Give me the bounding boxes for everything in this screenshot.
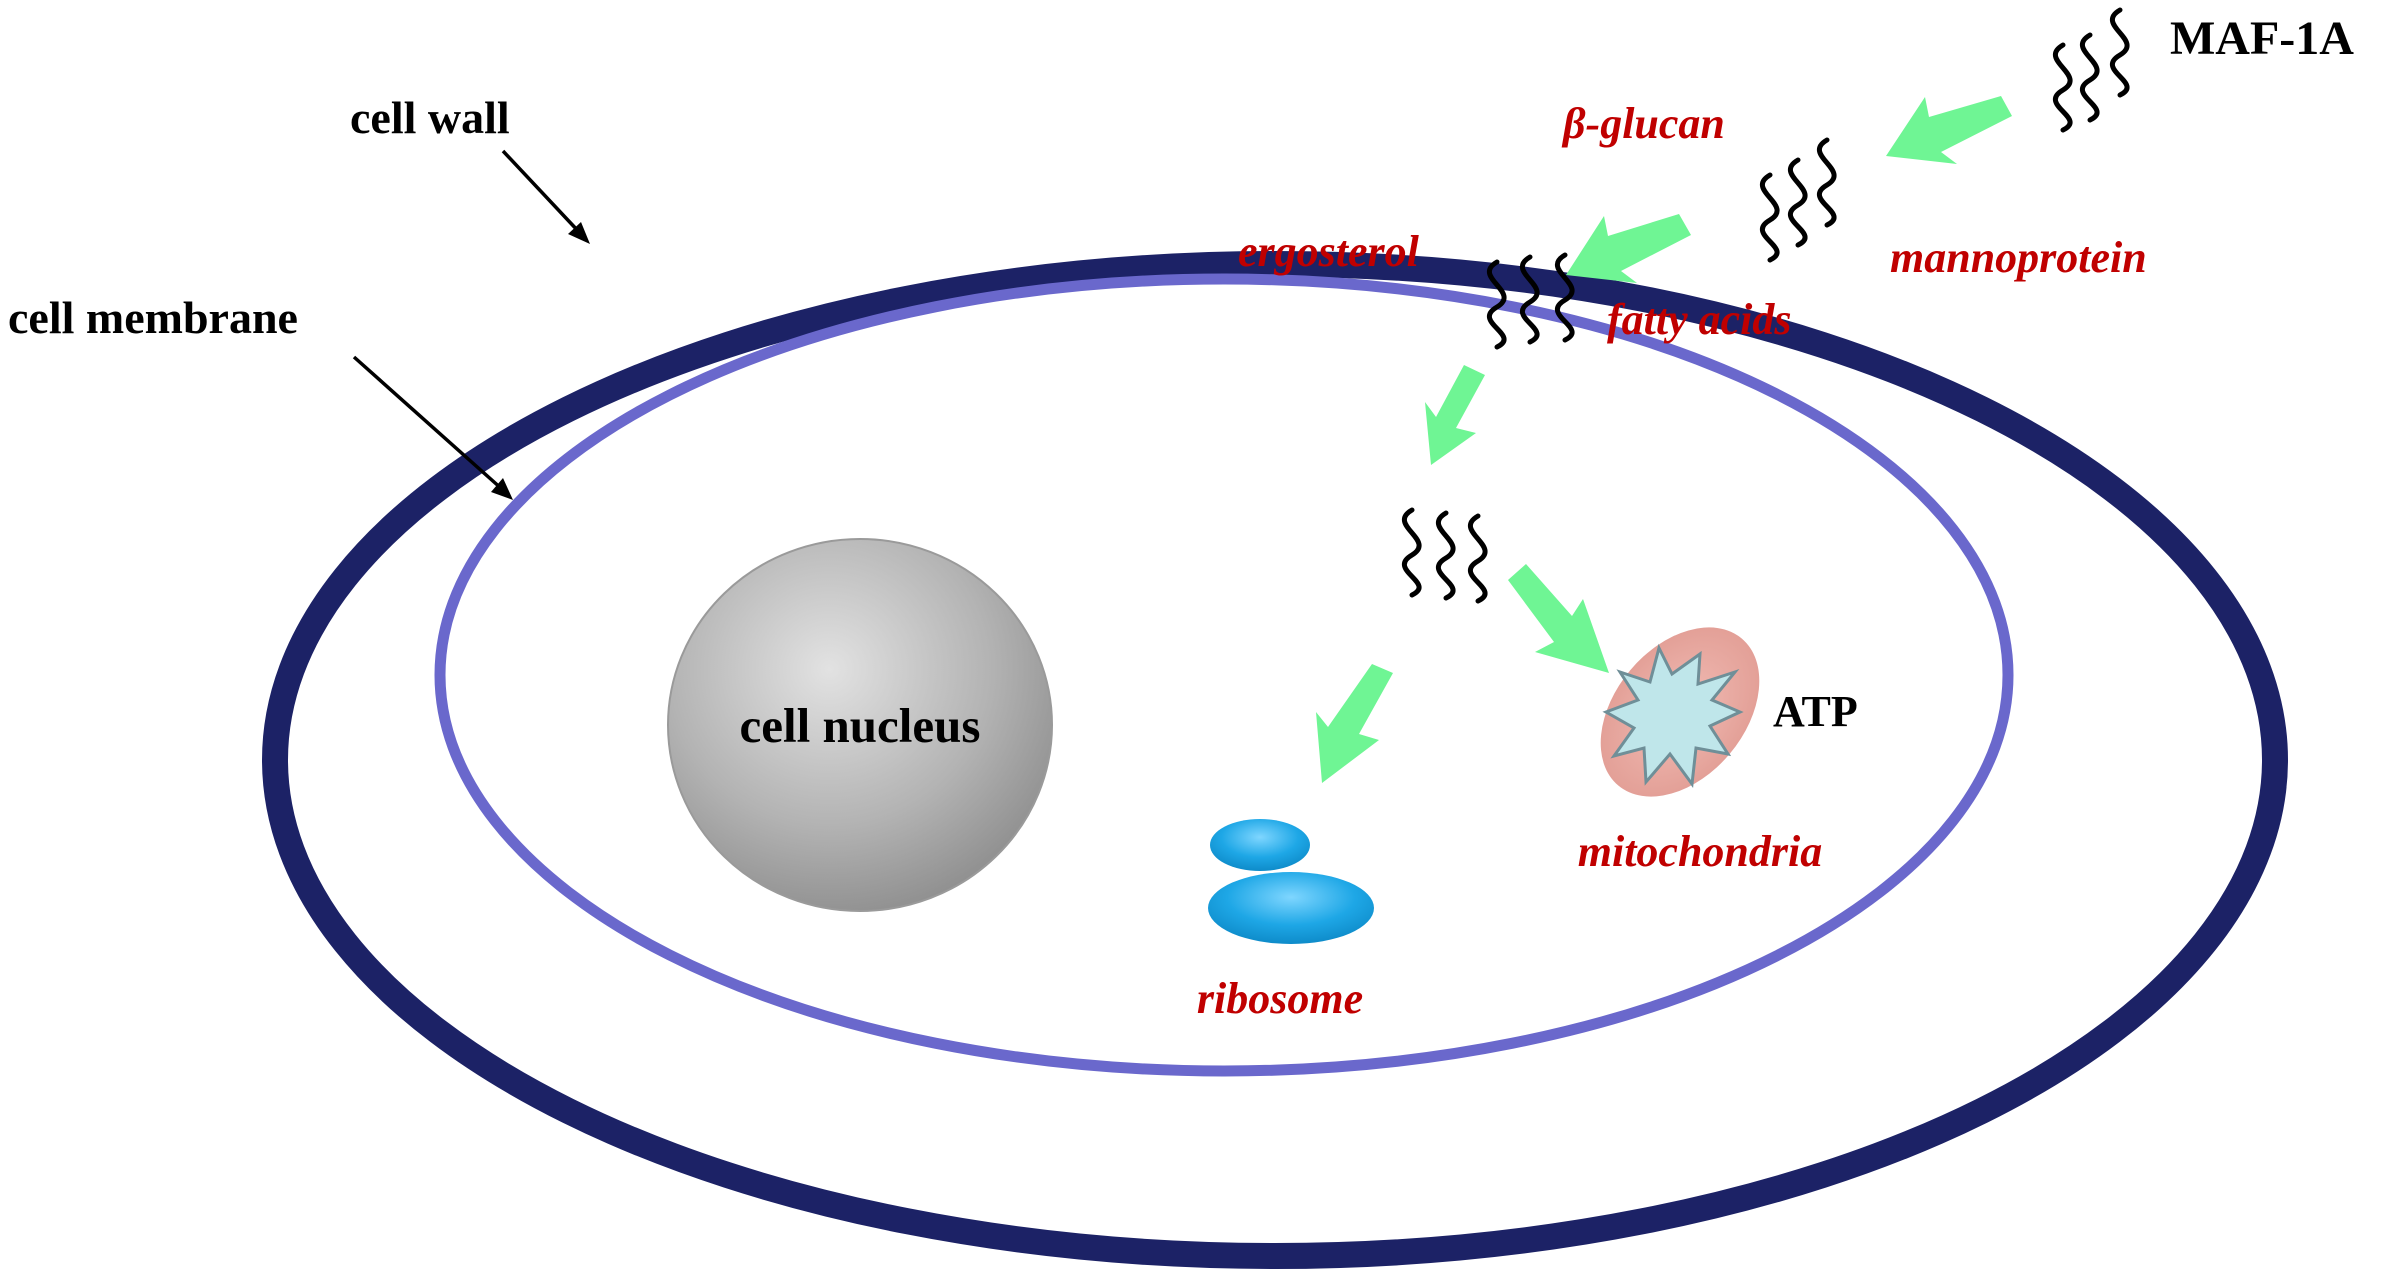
molecules-at-cell-membrane bbox=[1487, 252, 1575, 350]
atp-label: ATP bbox=[1773, 687, 1858, 736]
cell-wall-pointer-arrow bbox=[501, 149, 590, 244]
beta-glucan-label: β-glucan bbox=[1561, 99, 1725, 148]
arrow-maf-to-cell-wall bbox=[1886, 96, 2012, 164]
ergosterol-label: ergosterol bbox=[1238, 227, 1420, 276]
fatty-acids-label: fatty acids bbox=[1607, 295, 1792, 344]
cell-membrane-ring bbox=[434, 273, 2014, 1077]
arrow-membrane-to-interior bbox=[1425, 365, 1485, 465]
cell-wall-label: cell wall bbox=[350, 92, 510, 143]
mannoprotein-label: mannoprotein bbox=[1890, 233, 2147, 282]
cell-nucleus-label: cell nucleus bbox=[740, 698, 981, 753]
arrow-to-ribosome bbox=[1316, 664, 1393, 783]
cell-nucleus bbox=[667, 538, 1053, 912]
mitochondria-label: mitochondria bbox=[1578, 827, 1823, 876]
maf-1a-label: MAF-1A bbox=[2170, 12, 2354, 65]
molecules-inside-cell bbox=[1402, 507, 1488, 604]
atp-burst-icon bbox=[1602, 643, 1744, 788]
cell-membrane-pointer-arrow bbox=[352, 355, 513, 500]
cell-wall-ring bbox=[262, 251, 2288, 1269]
arrow-cell-wall-to-membrane bbox=[1566, 214, 1691, 283]
ribosome bbox=[1208, 819, 1374, 944]
molecules-at-cell-wall bbox=[1760, 137, 1837, 263]
arrow-to-mitochondria bbox=[1508, 564, 1609, 673]
ribosome-label: ribosome bbox=[1197, 974, 1363, 1023]
maf-1a-molecules bbox=[2053, 7, 2130, 133]
cell-membrane-label: cell membrane bbox=[8, 292, 298, 343]
